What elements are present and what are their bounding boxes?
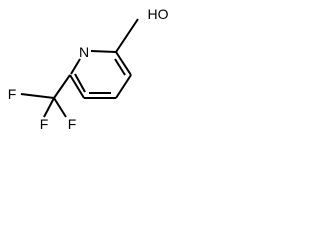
ring-bond-n-c2-double-inner: [74, 73, 86, 93]
fluorine-atom-label: F: [68, 116, 77, 132]
bond-cf3-f-top: [20, 93, 55, 99]
hydroxyl-group-label: HO: [148, 6, 169, 22]
ring-bond-c2-c3: [69, 74, 85, 99]
ring-bond-c5-c6-double: [115, 51, 132, 76]
nitrogen-atom-label: N: [79, 44, 89, 60]
fluorine-atom-label: F: [40, 116, 49, 132]
ring-bond-c4-c5: [115, 74, 132, 99]
bond-ring-cf3: [53, 74, 71, 99]
ring-bond-n-c2-double: [70, 58, 81, 75]
ring-bond-c5-c6-double-inner: [114, 58, 126, 76]
bond-c5-oh: [115, 18, 139, 53]
bond-cf3-f-bottom: [53, 97, 67, 118]
fluorine-atom-label: F: [8, 86, 17, 102]
chemical-structure: N HO F F F: [8, 6, 169, 132]
ring-bond-c6-n: [90, 50, 117, 53]
bond-cf3-f-left: [43, 97, 55, 118]
